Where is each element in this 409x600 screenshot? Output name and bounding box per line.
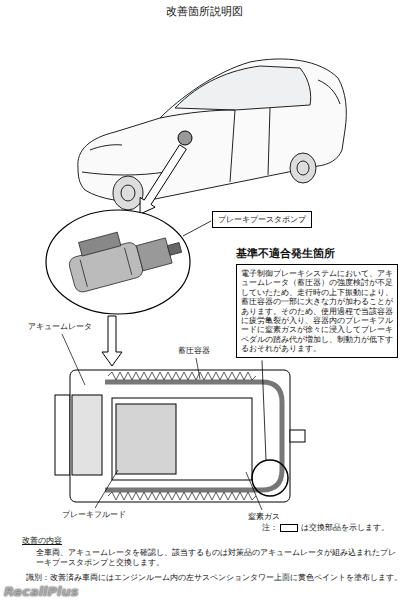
body-text: 全車両、アキュームレータを確認し、該当するものは対策品のアキュームレータが組み込… <box>36 548 396 567</box>
pointer-arrow <box>140 145 186 214</box>
part-name-box: ブレーキブースタポンプ <box>212 211 312 228</box>
part-label: 窒素ガス <box>248 512 280 522</box>
car-outline <box>78 59 347 210</box>
pump-figure <box>64 217 185 293</box>
page-title: 改善箇所説明図 <box>0 5 409 18</box>
callout-heading: 基準不適合発生箇所 <box>236 246 398 261</box>
replacement-part-sample <box>280 524 298 532</box>
note-text: 注： <box>262 523 278 532</box>
leader-line <box>183 221 211 236</box>
part-label: ブレーキフルード <box>62 510 126 520</box>
section-heading: 改善の内容 <box>22 536 62 546</box>
leader-line <box>262 360 266 460</box>
note-text: は交換部品を示します。 <box>301 523 389 532</box>
part-name: ブレーキブースタポンプ <box>212 211 312 228</box>
leader-lines <box>62 334 262 510</box>
identification-note: 識別：改善済み車両にはエンジンルーム内の左サスペンションタワー上面に黄色ペイント… <box>26 573 406 582</box>
pointer-arrow <box>102 316 122 366</box>
accumulator-section <box>55 370 305 502</box>
callout-body: 電子制御ブレーキシステムにおいて、アキュームレータ（蓄圧器）の強度検討が不足して… <box>236 264 398 358</box>
defect-circle <box>252 460 288 496</box>
watermark: RecallPlus <box>4 584 79 600</box>
part-label: 蓄圧容器 <box>178 346 210 356</box>
spring-coils <box>108 372 256 500</box>
part-label: アキュームレータ <box>28 322 92 332</box>
callout-box: 基準不適合発生箇所電子制御ブレーキシステムにおいて、アキュームレータ（蓄圧器）の… <box>236 246 398 358</box>
detail-oval <box>46 210 190 314</box>
location-marker <box>178 131 192 145</box>
